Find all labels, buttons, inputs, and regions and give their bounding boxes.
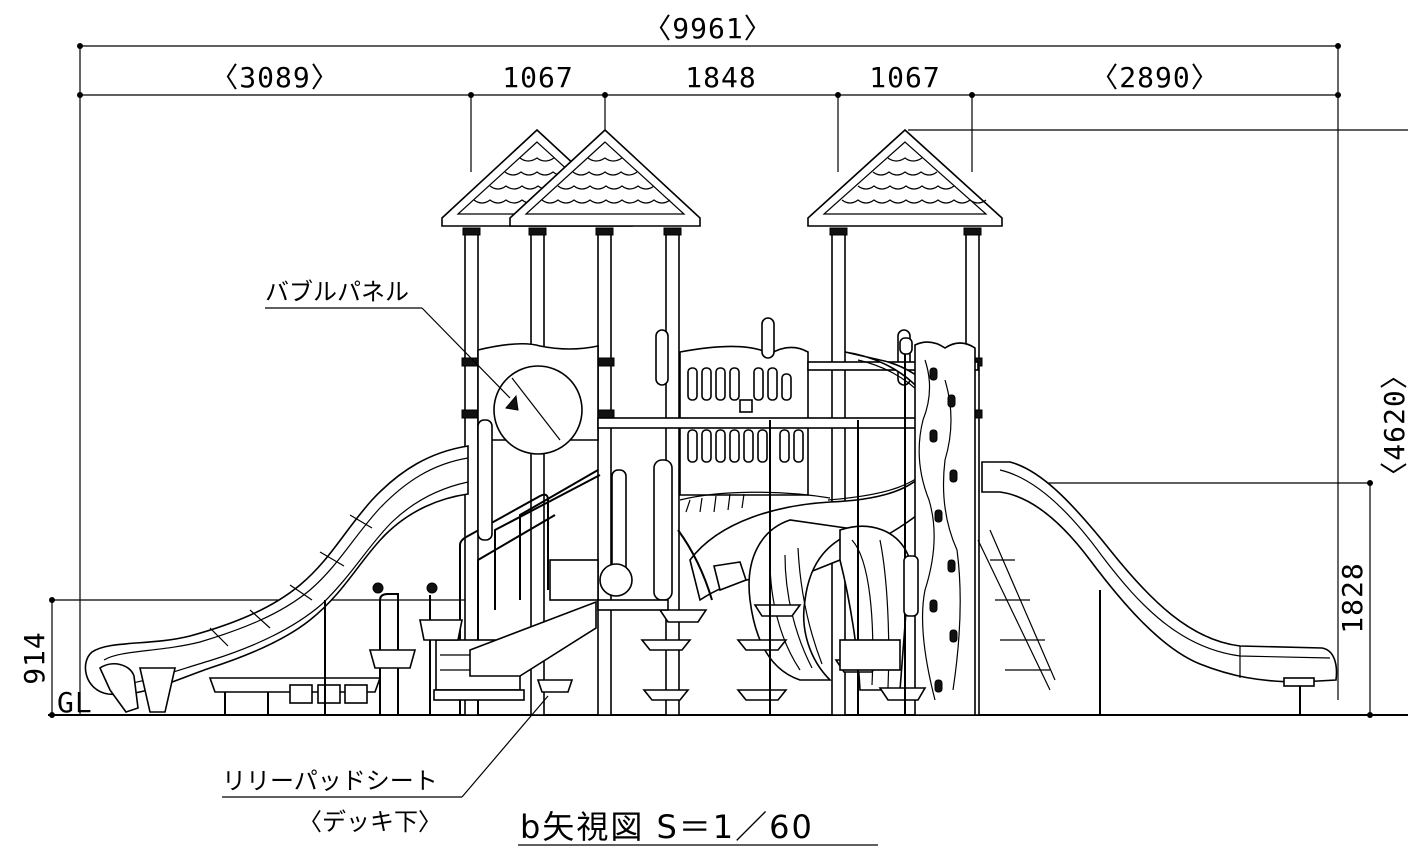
left-wavy-slide (84, 445, 469, 713)
ground-line-label: GL (57, 686, 93, 719)
dim-deck-height: 914 (18, 631, 51, 685)
dim-segment-4: 1067 (869, 61, 940, 94)
climbing-wall (914, 341, 976, 716)
right-straight-slide (977, 461, 1338, 715)
dim-segment-2: 1067 (502, 61, 573, 94)
center-panel (655, 317, 911, 496)
dim-segment-3: 1848 (685, 61, 756, 94)
roof-right (807, 128, 1003, 227)
callout-leaders (222, 307, 878, 846)
label-under-deck: 〈デッキ下〉 (298, 808, 442, 836)
dim-slide-height: 1828 (1336, 562, 1369, 633)
dim-overall-height: 〈4620〉 (1378, 360, 1408, 489)
drawing-title: b矢視図 S＝1／60 (520, 808, 814, 846)
bubble-panel (477, 342, 599, 455)
lower-structure (477, 337, 919, 715)
label-bubble-panel: バブルパネル (265, 278, 409, 306)
dimension-lines (48, 43, 1408, 718)
dim-segment-1: 〈3089〉 (210, 61, 339, 94)
dim-segment-5: 〈2890〉 (1090, 61, 1219, 94)
stair-rails (372, 469, 601, 715)
dim-overall-width: 〈9961〉 (643, 12, 772, 45)
label-lily-pad-seat: リリーパッドシート (222, 767, 438, 795)
roof-center (509, 128, 701, 227)
